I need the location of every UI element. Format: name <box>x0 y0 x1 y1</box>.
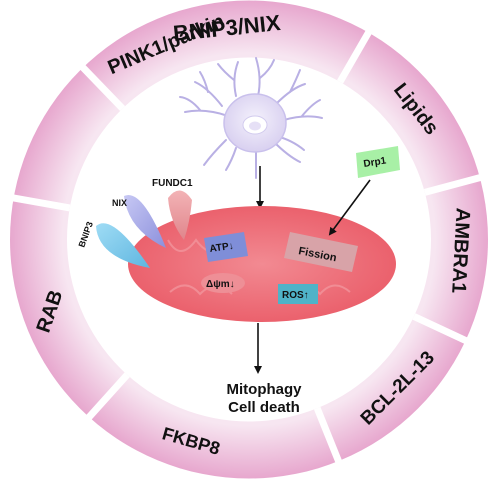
ring-separator <box>412 313 468 345</box>
outcome-mitophagy: Mitophagy <box>227 381 303 398</box>
nix-receptor <box>124 195 166 248</box>
ring-separator <box>12 194 71 212</box>
drp1-label: Drp1 <box>363 155 388 169</box>
ring-separators <box>12 29 482 464</box>
ring-segment-label: AMBRA1 <box>447 207 473 294</box>
fundc1-label: FUNDC1 <box>152 178 193 189</box>
membrane-potential-marker: Δψm↓ <box>201 273 245 293</box>
fission-box: Fission <box>284 232 358 272</box>
mitochondrion <box>128 206 396 322</box>
drp1-arrow <box>328 179 371 236</box>
ring-separator <box>79 64 126 112</box>
fundc1-receptor <box>168 190 192 240</box>
ros-box: ROS↑ <box>278 284 318 304</box>
outcome-cell-death: Cell death <box>228 399 300 416</box>
drp1-box: Drp1 <box>356 146 400 178</box>
atp-box: ATP↓ <box>204 232 248 262</box>
nix-label: NIX <box>112 198 127 208</box>
ring-separator <box>313 406 343 464</box>
atp-label: ATP↓ <box>209 241 235 255</box>
ring-separator <box>423 174 482 196</box>
ring-separator <box>85 372 130 421</box>
neuron-cell-icon <box>179 57 323 179</box>
bnip3-receptor <box>96 223 150 268</box>
delta-psi-label: Δψm↓ <box>206 279 235 290</box>
ring-separator <box>336 29 373 84</box>
ros-label: ROS↑ <box>282 290 309 301</box>
